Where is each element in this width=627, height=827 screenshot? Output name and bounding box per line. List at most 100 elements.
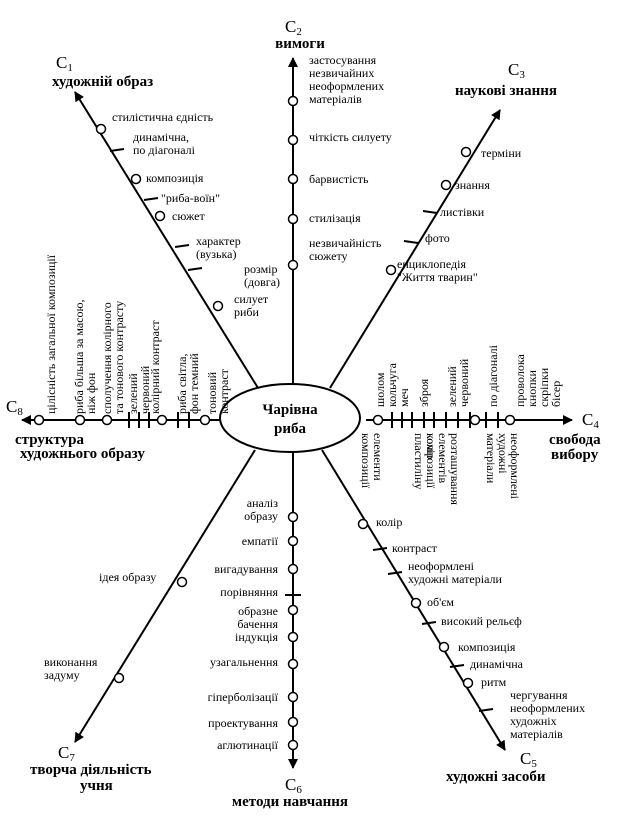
c6-node-marker <box>287 631 299 643</box>
c6-node-marker <box>287 563 299 575</box>
axis-headers: C2 вимоги C1 художній образ C3 наукові з… <box>6 17 601 810</box>
axis-c1-title: художній образ <box>52 74 153 90</box>
c5-node-marker <box>357 518 369 530</box>
c6-node-label: узагальнення <box>210 655 278 669</box>
c6-node-label: проектування <box>208 716 278 730</box>
c4-node-marker <box>372 414 384 426</box>
axis-c8-title-2: художнього образу <box>20 446 145 462</box>
c5-node-tick <box>449 664 465 668</box>
c8-node-label: риба більша за масою,ніж фон <box>72 299 98 414</box>
c8-node-marker <box>33 414 45 426</box>
axis-c6-title: методи навчання <box>232 794 348 810</box>
c2-node-marker <box>287 95 299 107</box>
c6-node-marker <box>287 739 299 751</box>
c7-node-label: ідея образу <box>99 570 156 584</box>
c2-node-marker <box>287 259 299 271</box>
c6-node-label: емпатії <box>242 534 279 548</box>
c8-node-label: тоновийконтраст <box>205 368 231 414</box>
c1-node-marker <box>212 300 224 312</box>
axis-c8-title-1: структура <box>15 432 85 448</box>
c6-node-marker <box>287 604 299 616</box>
c6-node-marker <box>287 535 299 547</box>
c3-node-marker <box>440 179 452 191</box>
c4-bottom-label: колірпластиліну <box>412 433 438 489</box>
axis-c5-title: художні засоби <box>446 769 546 785</box>
c6-node-label: вигадування <box>214 562 278 576</box>
axis-c5-id: C5 <box>520 749 537 770</box>
c5-node-label: контраст <box>392 541 438 555</box>
c4-top-label: проволокакнопкискріпкибісер <box>513 354 563 407</box>
c1-node-label: композиція <box>146 171 204 185</box>
c8-node-label: сполучення колірногота тонового контраст… <box>100 301 126 414</box>
c6-node-label: порівняння <box>220 585 278 599</box>
c3-node-tick <box>422 210 438 214</box>
c8-node-label: цілісність загальної композиції <box>44 254 58 414</box>
axis-c1-id: C1 <box>56 53 73 74</box>
c5-node-tick <box>421 621 437 625</box>
c1-node-tick <box>143 197 159 201</box>
c4-bottom-label: розташуванняелементівкомпозиції <box>424 433 462 505</box>
axis-c6-id: C6 <box>285 775 302 796</box>
c5-node-label: об'єм <box>427 595 454 609</box>
axis-c4-title-1: свобода <box>549 432 601 448</box>
c8-node-label: риба світла,фон темний <box>175 353 201 414</box>
c1-node-tick <box>109 148 125 152</box>
c2-node-marker <box>287 213 299 225</box>
c5-node-marker <box>438 641 450 653</box>
c8-node-label: колірний контраст <box>148 320 162 414</box>
c4-bottom-label: неоформленіхудожніматеріали <box>484 433 522 500</box>
c3-node-tick <box>403 240 419 244</box>
c1-node-marker <box>95 123 107 135</box>
c5-node-label: колір <box>376 515 402 529</box>
c6-node-label: гіперболізації <box>208 690 279 704</box>
c2-node-label: чіткість силуету <box>309 130 392 144</box>
c3-node-label: терміни <box>481 146 522 160</box>
axis-c2-title: вимоги <box>275 36 325 52</box>
c5-node-label: ритм <box>481 675 507 689</box>
c5-node-label: динамічна <box>470 657 524 671</box>
c1-node-label: динамічна,по діагоналі <box>133 130 196 157</box>
axis-c3-title: наукові знання <box>455 83 557 99</box>
axis-c7-id: C7 <box>58 743 75 764</box>
c1-node-label: "риба-воїн" <box>161 191 220 205</box>
c5-node-label: композиція <box>458 640 516 654</box>
c5-node-tick <box>478 708 494 712</box>
c5-node-marker <box>410 597 422 609</box>
c4-top-label: зброя <box>417 378 431 407</box>
c6-node-marker <box>287 511 299 523</box>
axis-c3-id: C3 <box>508 60 525 81</box>
c4-top-label: зеленийчервоний <box>445 358 471 407</box>
c4-node-marker <box>504 414 516 426</box>
c1-node-marker <box>154 210 166 222</box>
c7-node-marker <box>176 576 188 588</box>
c1-node-tick <box>174 244 190 248</box>
center-text-line1: Чарівна <box>262 402 318 418</box>
c8-node-marker <box>199 414 211 426</box>
c4-top-label: шоломкольчугамеч <box>373 362 411 407</box>
c3-node-marker <box>460 146 472 158</box>
c1-node-marker <box>130 173 142 185</box>
c6-node-marker <box>287 716 299 728</box>
c4-bottom-label: елементикомпозиції <box>359 433 385 489</box>
c8-node-label: зеленийчервоний <box>126 365 152 414</box>
c5-node-tick <box>387 571 403 575</box>
c2-node-marker <box>287 134 299 146</box>
axis-c4-title-2: вибору <box>551 447 599 463</box>
c1-node-tick <box>187 267 203 271</box>
axis-c2-id: C2 <box>285 17 302 38</box>
c6-node-label: індукція <box>235 630 278 644</box>
c2-node-label: барвистість <box>309 172 369 186</box>
c5-node-marker <box>462 677 474 689</box>
axis-c7-title-1: творча діяльність <box>30 762 152 778</box>
axis-c7-line <box>74 449 256 743</box>
